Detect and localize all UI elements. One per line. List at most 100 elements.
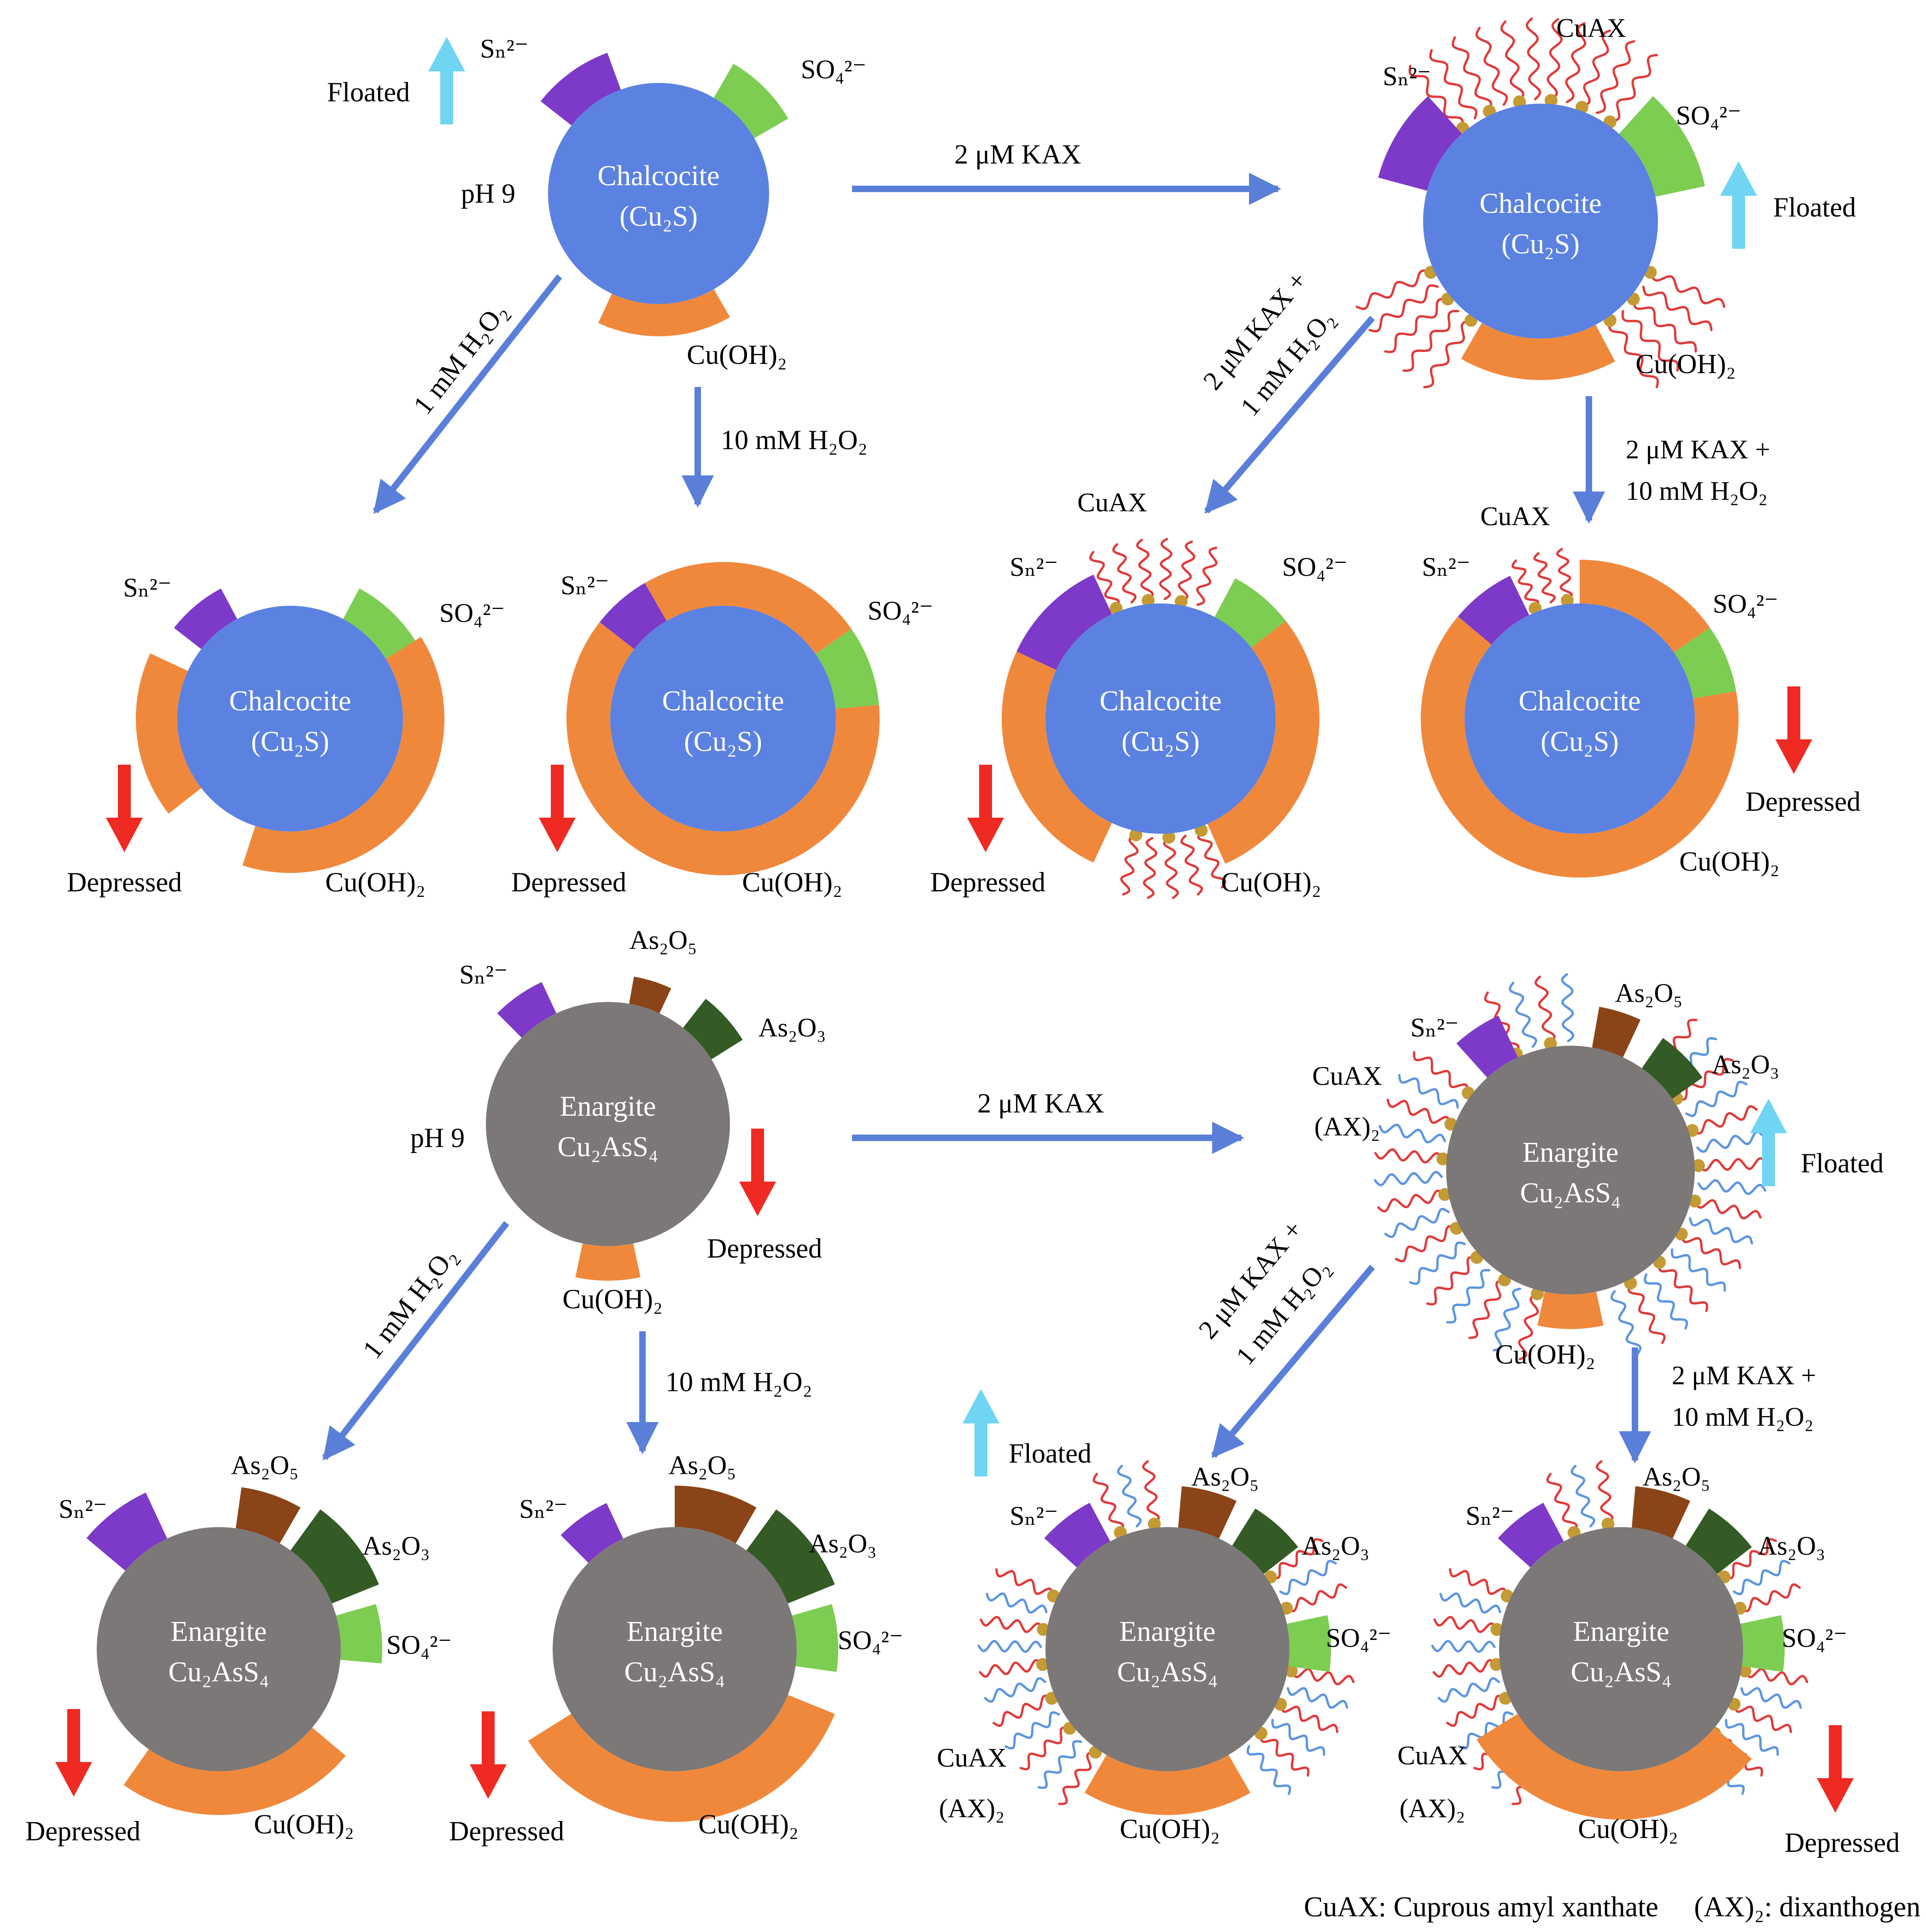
sn-coating — [600, 583, 667, 650]
chalcocite-particle — [1465, 603, 1695, 834]
cuoh2-coating — [1477, 1714, 1752, 1820]
xanthate-chain — [1429, 49, 1477, 119]
cuoh2-coating — [575, 1243, 641, 1281]
as2o5-label: As₂O₅ — [669, 1450, 736, 1480]
xanthate-chain — [1595, 1460, 1614, 1524]
dixanthogen-chain — [1271, 1719, 1325, 1756]
so4-label: SO₄²⁻ — [801, 54, 866, 84]
kax-h2o2-10mm-label: 10 mM H₂O₂ — [1672, 1402, 1814, 1432]
as2o5-coating — [1632, 1486, 1691, 1539]
xanthate-chain — [1395, 1225, 1457, 1263]
cuoh2-coating — [123, 1727, 346, 1815]
dixanthogen-chain — [1378, 1124, 1446, 1144]
xanthate-chain — [1518, 1294, 1539, 1360]
cuoh2-label: Cu(OH)₂ — [325, 867, 426, 897]
cuoh2-label: Cu(OH)₂ — [1578, 1814, 1678, 1844]
sn-label: Sₙ²⁻ — [123, 573, 171, 603]
xanthate-chain — [1694, 1199, 1762, 1220]
xanthate-chain — [1468, 1279, 1506, 1339]
cuoh2-coating — [598, 289, 730, 337]
so4-coating — [1214, 578, 1286, 648]
dixanthogen-chain — [1670, 1248, 1726, 1292]
cuoh2-label: Cu(OH)₂ — [562, 1284, 663, 1314]
sn-coating — [174, 588, 237, 650]
cuoh2-coating — [528, 1695, 835, 1822]
sn-coating — [1458, 575, 1529, 645]
xanthate-chain — [1628, 1282, 1666, 1344]
sn-label: Sₙ²⁻ — [1010, 1501, 1058, 1531]
dixanthogen-chain — [984, 1677, 1046, 1703]
mineral-name: Enargite — [627, 1616, 723, 1647]
depressed-label: Depressed — [511, 867, 626, 897]
sn-label: Sₙ²⁻ — [1422, 552, 1470, 582]
xanthate-chain — [1089, 550, 1120, 609]
mineral-name: Chalcocite — [597, 160, 719, 192]
xanthate-chain — [1621, 310, 1679, 372]
dixanthogen-chain — [1610, 1290, 1642, 1355]
dixanthogen-chain — [977, 1639, 1042, 1653]
mineral-formula: Cu₂AsS₄ — [1520, 1177, 1621, 1209]
depressed-arrow — [1817, 1725, 1854, 1813]
sn-label: Sₙ²⁻ — [1465, 1501, 1514, 1531]
as2o5-label: As₂O₅ — [1643, 1462, 1710, 1492]
cuoh2-label: Cu(OH)₂ — [1120, 1814, 1220, 1844]
cuax-head-group — [1148, 1517, 1161, 1531]
xanthate-chain — [1733, 1704, 1792, 1733]
as2o5-label: As₂O₅ — [231, 1450, 299, 1480]
xanthate-chain — [1432, 1659, 1497, 1678]
sn-coating — [1456, 1015, 1518, 1078]
dixanthogen-chain — [1437, 1677, 1500, 1703]
h2o2-10mm-label: 10 mM H₂O₂ — [721, 425, 868, 455]
enargite-particle — [97, 1527, 341, 1771]
cuax-label: CuAX — [1397, 1740, 1467, 1770]
so4-coating — [1674, 627, 1736, 699]
mineral-name: Enargite — [1573, 1616, 1669, 1647]
xanthate-chain — [1433, 1616, 1497, 1633]
as2o3-label: As₂O₃ — [1302, 1531, 1370, 1561]
xanthate-chain — [1291, 1668, 1355, 1686]
xanthate-chain — [1565, 22, 1586, 103]
dixanthogen-chain — [1740, 1687, 1802, 1709]
as2o3-coating — [1641, 1038, 1703, 1099]
ph-label: pH 9 — [410, 1123, 465, 1153]
dixanthogen-chain — [1733, 1560, 1791, 1595]
depressed-arrow — [55, 1709, 92, 1797]
xanthate-chain — [1676, 1058, 1734, 1101]
h2o2-10mm-label: 10 mM H₂O₂ — [665, 1367, 812, 1397]
xanthate-chain — [1092, 1473, 1124, 1533]
so4-coating — [343, 588, 415, 659]
sn-label: Sₙ²⁻ — [459, 960, 508, 989]
depressed-label: Depressed — [930, 867, 1045, 897]
as2o5-coating — [1592, 1007, 1641, 1058]
sn-label: Sₙ²⁻ — [480, 34, 528, 64]
dixanthogen-chain — [1004, 1711, 1060, 1750]
cuax-head-group — [1544, 1037, 1557, 1050]
as2o5-label: As₂O₅ — [1615, 978, 1683, 1008]
kax-plus-label: 2 μM KAX + — [1626, 434, 1770, 464]
depressed-label: Depressed — [449, 1816, 564, 1846]
as2o5-coating — [235, 1487, 301, 1544]
cuax-head-group — [1436, 1152, 1450, 1165]
sn-coating — [540, 53, 621, 126]
dixanthogen-chain — [1570, 1464, 1595, 1528]
cuax-label: CuAX — [937, 1743, 1006, 1773]
depressed-label: Depressed — [67, 867, 182, 897]
sn-label: Sₙ²⁻ — [58, 1494, 107, 1524]
xanthate-chain — [1280, 1704, 1338, 1733]
dixanthogen-chain — [1685, 1080, 1748, 1117]
mineral-name: Enargite — [1120, 1616, 1216, 1647]
xanthate-chain — [992, 1694, 1052, 1727]
xanthate-chain — [1197, 830, 1226, 889]
sn-coating — [1378, 96, 1462, 191]
floated-arrow — [1720, 161, 1757, 249]
sn-coating — [1016, 574, 1112, 670]
dixanthogen-chain — [1725, 1719, 1779, 1756]
mineral-particles-layer — [97, 83, 1743, 1771]
xanthate-chain — [1446, 1694, 1506, 1727]
xanthate-chain — [1412, 1051, 1469, 1094]
xanthate-chain — [1533, 552, 1556, 604]
as2o3-label: As₂O₃ — [1712, 1049, 1780, 1079]
cuax-head-group — [1561, 594, 1574, 607]
depressed-arrow — [967, 765, 1004, 852]
xanthate-chain — [1112, 543, 1137, 604]
